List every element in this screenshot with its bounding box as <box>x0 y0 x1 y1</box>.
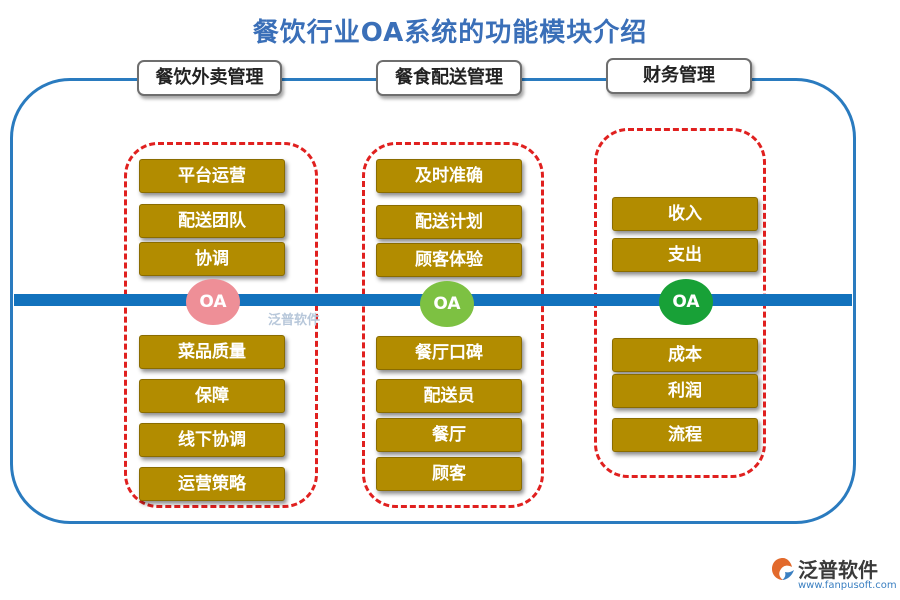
watermark-text: 泛普软件 <box>268 313 321 328</box>
module-item: 流程 <box>612 418 758 452</box>
column-header-takeout: 餐饮外卖管理 <box>137 60 282 96</box>
module-item: 餐厅口碑 <box>376 336 522 370</box>
module-item: 保障 <box>139 379 285 413</box>
group-border-takeout <box>124 142 318 508</box>
group-border-delivery <box>362 142 544 508</box>
module-item: 餐厅 <box>376 418 522 452</box>
oa-circle-takeout: OA <box>186 279 240 325</box>
module-item: 顾客 <box>376 457 522 491</box>
module-item: 配送计划 <box>376 205 522 239</box>
module-item: 支出 <box>612 238 758 272</box>
logo-url: www.fanpusoft.com <box>798 580 897 591</box>
module-item: 菜品质量 <box>139 335 285 369</box>
module-item: 成本 <box>612 338 758 372</box>
page-title: 餐饮行业OA系统的功能模块介绍 <box>252 18 648 48</box>
swirl-logo-icon <box>772 558 794 580</box>
module-item: 收入 <box>612 197 758 231</box>
logo-name: 泛普软件 <box>798 558 878 582</box>
brand-logo: 泛普软件 www.fanpusoft.com <box>770 552 897 596</box>
module-item: 配送员 <box>376 379 522 413</box>
module-item: 协调 <box>139 242 285 276</box>
module-item: 运营策略 <box>139 467 285 501</box>
module-item: 顾客体验 <box>376 243 522 277</box>
module-item: 利润 <box>612 374 758 408</box>
oa-circle-finance: OA <box>659 279 713 325</box>
oa-circle-delivery: OA <box>420 281 474 327</box>
module-item: 配送团队 <box>139 204 285 238</box>
module-item: 线下协调 <box>139 423 285 457</box>
module-item: 平台运营 <box>139 159 285 193</box>
column-header-finance: 财务管理 <box>606 58 752 94</box>
column-header-delivery: 餐食配送管理 <box>376 60 522 96</box>
module-item: 及时准确 <box>376 159 522 193</box>
